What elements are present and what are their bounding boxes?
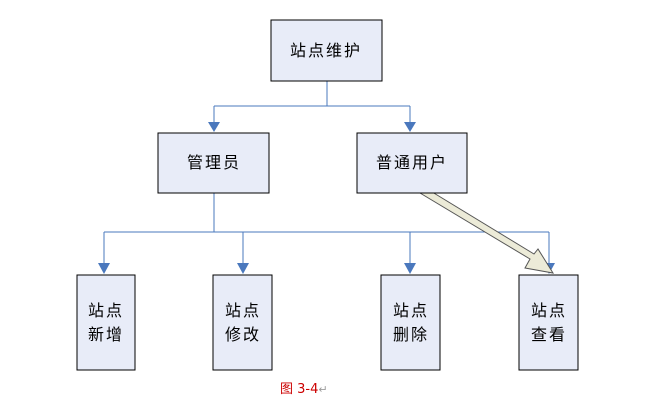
figure-caption: 图 3-4↵ <box>280 378 328 397</box>
node-user: 普通用户 <box>356 132 468 194</box>
block-arrow-user-to-view <box>414 183 555 274</box>
node-delete-label-2: 删除 <box>393 325 429 344</box>
node-user-label: 普通用户 <box>376 153 448 172</box>
node-view: 站点 查看 <box>518 274 579 371</box>
node-add: 站点 新增 <box>76 274 136 371</box>
node-admin-label: 管理员 <box>187 153 241 172</box>
paragraph-mark-icon: ↵ <box>318 383 328 396</box>
arrowhead <box>237 263 249 274</box>
node-admin: 管理员 <box>157 132 270 194</box>
node-view-label-1: 站点 <box>531 301 567 320</box>
node-view-label-2: 查看 <box>531 325 567 344</box>
node-edit: 站点 修改 <box>212 274 273 371</box>
arrowhead <box>98 263 110 274</box>
node-add-label-1: 站点 <box>88 301 124 320</box>
node-root-label: 站点维护 <box>290 41 362 60</box>
node-edit-label-2: 修改 <box>225 325 261 344</box>
node-add-label-2: 新增 <box>88 325 124 344</box>
node-delete: 站点 删除 <box>380 274 441 371</box>
node-delete-label-1: 站点 <box>393 301 429 320</box>
arrowhead <box>404 263 416 274</box>
figure-caption-text: 图 3-4 <box>280 382 319 397</box>
node-edit-label-1: 站点 <box>225 301 261 320</box>
arrowhead <box>404 122 416 132</box>
connector-admin-children <box>98 193 555 274</box>
arrowhead <box>208 122 220 132</box>
node-root: 站点维护 <box>270 19 383 82</box>
connector-root-children <box>208 81 416 132</box>
